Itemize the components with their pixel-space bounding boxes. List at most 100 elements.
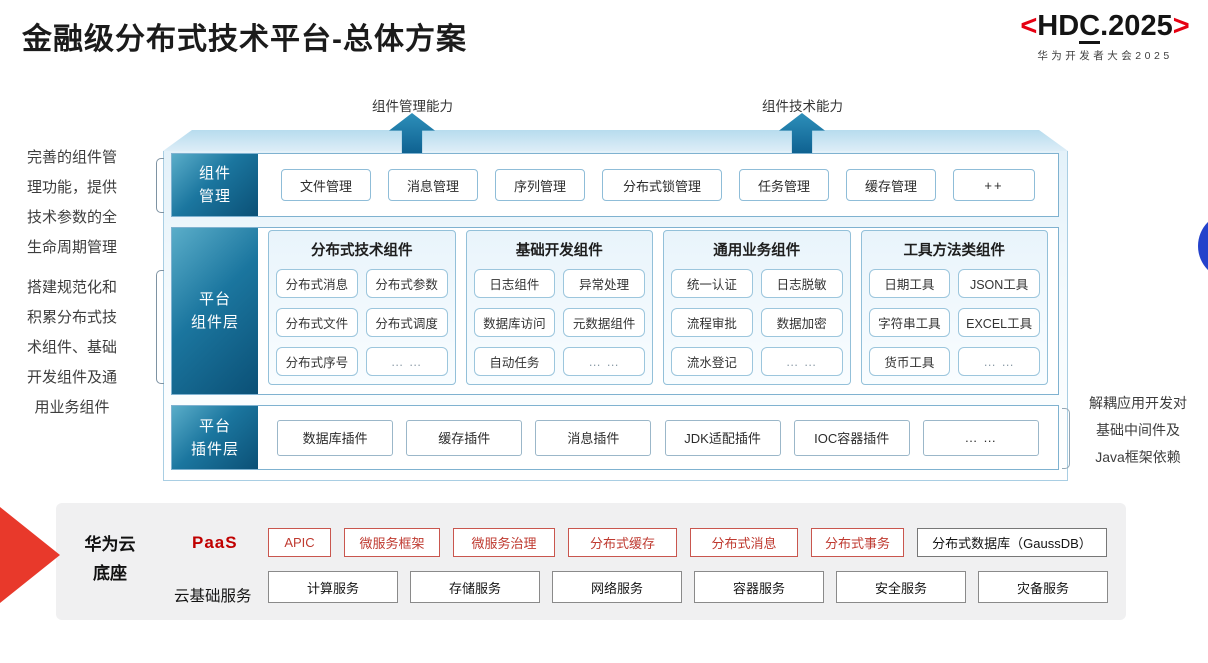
component-cell: 元数据组件 xyxy=(563,308,645,337)
layer-label-line: 平台 xyxy=(198,291,231,308)
paas-service: 微服务治理 xyxy=(453,528,555,557)
component-cell: 日志组件 xyxy=(473,269,556,298)
paas-service: 分布式缓存 xyxy=(568,528,677,557)
plugin-item-more: … … xyxy=(922,419,1039,456)
cloud-service: 存储服务 xyxy=(410,571,540,603)
component-cell: 异常处理 xyxy=(563,269,645,298)
component-cell: 分布式序号 xyxy=(276,347,358,376)
management-item: 分布式锁管理 xyxy=(602,169,722,201)
layer-platform-components: 平台 组件层 分布式技术组件 分布式消息 分布式参数 分布式文件 分布式调度 分… xyxy=(171,227,1059,395)
cloud-service: 灾备服务 xyxy=(978,571,1108,603)
group-title: 工具方法类组件 xyxy=(903,243,1006,259)
group-distributed-tech: 分布式技术组件 分布式消息 分布式参数 分布式文件 分布式调度 分布式序号 … … xyxy=(268,230,456,385)
plugin-items: 数据库插件 缓存插件 消息插件 JDK适配插件 IOC容器插件 … … xyxy=(258,406,1058,469)
management-item: 文件管理 xyxy=(281,169,371,201)
red-arrow-icon xyxy=(0,507,60,603)
component-cell: 流程审批 xyxy=(671,308,753,337)
foundation-label-line: 华为云 xyxy=(84,535,136,554)
group-title: 通用业务组件 xyxy=(713,243,801,259)
logo-left-bracket: < xyxy=(1020,10,1038,42)
layer-label-platform-plugins: 平台 插件层 xyxy=(172,406,258,469)
logo-right-bracket: > xyxy=(1172,10,1190,42)
logo-hd: HD xyxy=(1037,10,1080,42)
management-item-more: ++ xyxy=(953,169,1035,201)
component-cell: 分布式消息 xyxy=(276,269,358,298)
component-cell: 货币工具 xyxy=(868,347,951,376)
plugin-item: JDK适配插件 xyxy=(664,419,781,456)
group-grid: 统一认证 日志脱敏 流程审批 数据加密 流水登记 … … xyxy=(671,269,843,376)
cloud-basic-services-label: 云基础服务 xyxy=(174,588,252,605)
left-brace-row2 xyxy=(156,270,164,384)
paas-label: PaaS xyxy=(192,533,238,552)
layer-label-component-management: 组件 管理 xyxy=(172,154,258,216)
component-cell: 分布式参数 xyxy=(365,269,448,298)
group-title: 分布式技术组件 xyxy=(311,243,413,259)
diagram-top-face xyxy=(163,130,1068,151)
layer-label-line: 插件层 xyxy=(190,440,239,458)
component-cell: 日志脱敏 xyxy=(760,269,843,298)
component-cell: JSON工具 xyxy=(958,269,1040,298)
component-groups: 分布式技术组件 分布式消息 分布式参数 分布式文件 分布式调度 分布式序号 … … xyxy=(258,228,1058,394)
page-title: 金融级分布式技术平台-总体方案 xyxy=(22,23,467,56)
gaussdb-service: 分布式数据库（GaussDB） xyxy=(917,528,1107,557)
component-cell: 分布式文件 xyxy=(276,308,358,337)
component-cell-more: … … xyxy=(958,347,1040,376)
cloud-service: 安全服务 xyxy=(836,571,966,603)
management-items: 文件管理 消息管理 序列管理 分布式锁管理 任务管理 缓存管理 ++ xyxy=(258,154,1058,216)
foundation-label-line: 底座 xyxy=(93,564,127,583)
component-cell: 自动任务 xyxy=(473,347,556,376)
logo-year: .2025 xyxy=(1100,10,1173,42)
plugin-item: 消息插件 xyxy=(535,419,652,456)
foundation-label: 华为云 底座 xyxy=(70,530,150,588)
management-item: 任务管理 xyxy=(739,169,829,201)
plugin-item: 缓存插件 xyxy=(406,419,523,456)
group-title: 基础开发组件 xyxy=(515,243,603,259)
paas-service: 分布式消息 xyxy=(690,528,798,557)
component-cell: EXCEL工具 xyxy=(958,308,1040,337)
group-grid: 日志组件 异常处理 数据库访问 元数据组件 自动任务 … … xyxy=(473,269,645,376)
cloud-service: 计算服务 xyxy=(268,571,398,603)
paas-service: 分布式事务 xyxy=(811,528,904,557)
group-utility-methods: 工具方法类组件 日期工具 JSON工具 字符串工具 EXCEL工具 货币工具 …… xyxy=(860,230,1048,385)
management-item: 序列管理 xyxy=(495,169,585,201)
note-decoupling: 解耦应用开发对基础中间件及Java框架依赖 xyxy=(1089,395,1187,465)
group-common-business: 通用业务组件 统一认证 日志脱敏 流程审批 数据加密 流水登记 … … xyxy=(663,230,851,385)
layer-platform-plugins: 平台 插件层 数据库插件 缓存插件 消息插件 JDK适配插件 IOC容器插件 …… xyxy=(171,405,1059,470)
hdc-logo: <HDC.2025> 华为开发者大会2025 xyxy=(1006,10,1204,63)
left-brace-row1 xyxy=(156,158,164,213)
cloud-service: 容器服务 xyxy=(694,571,824,603)
component-cell: 数据库访问 xyxy=(473,308,556,337)
management-item: 消息管理 xyxy=(388,169,478,201)
component-cell: 流水登记 xyxy=(671,347,753,376)
paas-service: 微服务框架 xyxy=(344,528,440,557)
layer-label-line: 组件 xyxy=(198,165,231,182)
layer-component-management: 组件 管理 文件管理 消息管理 序列管理 分布式锁管理 任务管理 缓存管理 ++ xyxy=(171,153,1059,217)
layer-label-line: 平台 xyxy=(198,417,231,435)
paas-service: APIC xyxy=(268,528,331,557)
hdc-logo-text: <HDC.2025> xyxy=(1006,10,1204,45)
plugin-item: IOC容器插件 xyxy=(793,419,910,456)
component-cell-more: … … xyxy=(760,347,843,376)
cloud-basic-services: 计算服务 存储服务 网络服务 容器服务 安全服务 灾备服务 xyxy=(268,571,1108,603)
group-basic-dev: 基础开发组件 日志组件 异常处理 数据库访问 元数据组件 自动任务 … … xyxy=(465,230,653,385)
management-item: 缓存管理 xyxy=(846,169,936,201)
note-component-management: 完善的组件管理功能，提供技术参数的全生命周期管理 xyxy=(26,149,117,256)
component-cell: 分布式调度 xyxy=(365,308,448,337)
layer-label-line: 组件层 xyxy=(190,314,239,331)
hdc-logo-subtitle: 华为开发者大会2025 xyxy=(1037,50,1173,63)
layer-label-platform-components: 平台 组件层 xyxy=(172,228,258,394)
layer-label-line: 管理 xyxy=(198,188,231,205)
group-grid: 分布式消息 分布式参数 分布式文件 分布式调度 分布式序号 … … xyxy=(276,269,448,376)
component-cell-more: … … xyxy=(365,347,448,376)
huawei-cloud-foundation: 华为云 底座 PaaS APIC 微服务框架 微服务治理 分布式缓存 分布式消息… xyxy=(56,503,1126,620)
blue-circle-decoration xyxy=(1198,212,1208,280)
component-cell: 统一认证 xyxy=(671,269,753,298)
component-cell: 字符串工具 xyxy=(868,308,951,337)
plugin-item: 数据库插件 xyxy=(277,419,394,456)
note-component-accumulation: 搭建规范化和积累分布式技术组件、基础开发组件及通用业务组件 xyxy=(26,279,117,416)
logo-c-underlined: C xyxy=(1079,11,1101,45)
cloud-service: 网络服务 xyxy=(552,571,682,603)
component-cell-more: … … xyxy=(563,347,645,376)
paas-services: APIC 微服务框架 微服务治理 分布式缓存 分布式消息 分布式事务 分布式数据… xyxy=(268,528,1107,557)
